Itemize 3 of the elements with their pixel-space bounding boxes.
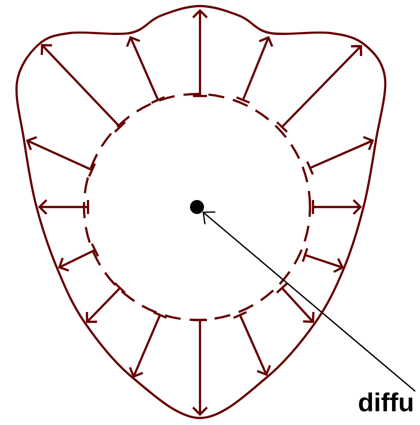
center-dot bbox=[190, 200, 204, 214]
leader-line bbox=[202, 211, 416, 392]
label-text: diffu bbox=[359, 392, 412, 412]
